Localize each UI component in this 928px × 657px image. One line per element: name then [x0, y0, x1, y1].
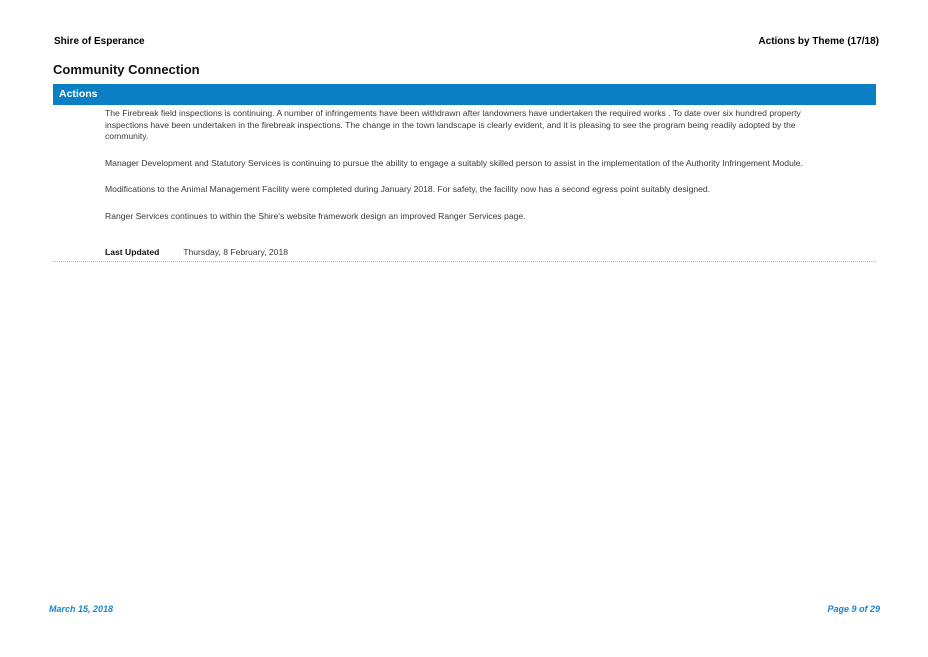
- footer-date: March 15, 2018: [49, 604, 114, 614]
- last-updated-value: Thursday, 8 February, 2018: [183, 247, 289, 257]
- action-paragraph: Modifications to the Animal Management F…: [105, 184, 711, 194]
- action-paragraph: Manager Development and Statutory Servic…: [105, 157, 803, 168]
- organization-name: Shire of Esperance: [54, 36, 145, 47]
- page-number: Page 9 of 29: [827, 604, 880, 614]
- actions-header-bar: Actions: [53, 84, 876, 105]
- last-updated-label: Last Updated: [105, 247, 160, 257]
- action-paragraph: The Firebreak field inspections is conti…: [105, 108, 801, 141]
- actions-header-label: Actions: [59, 88, 98, 100]
- last-updated-row: Last Updated Thursday, 8 February, 2018: [105, 247, 288, 257]
- section-divider: [53, 261, 876, 262]
- actions-content: The Firebreak field inspections is conti…: [105, 108, 805, 222]
- report-title: Actions by Theme (17/18): [758, 36, 879, 47]
- section-heading: Community Connection: [53, 62, 200, 77]
- action-paragraph: Ranger Services continues to within the …: [105, 210, 526, 221]
